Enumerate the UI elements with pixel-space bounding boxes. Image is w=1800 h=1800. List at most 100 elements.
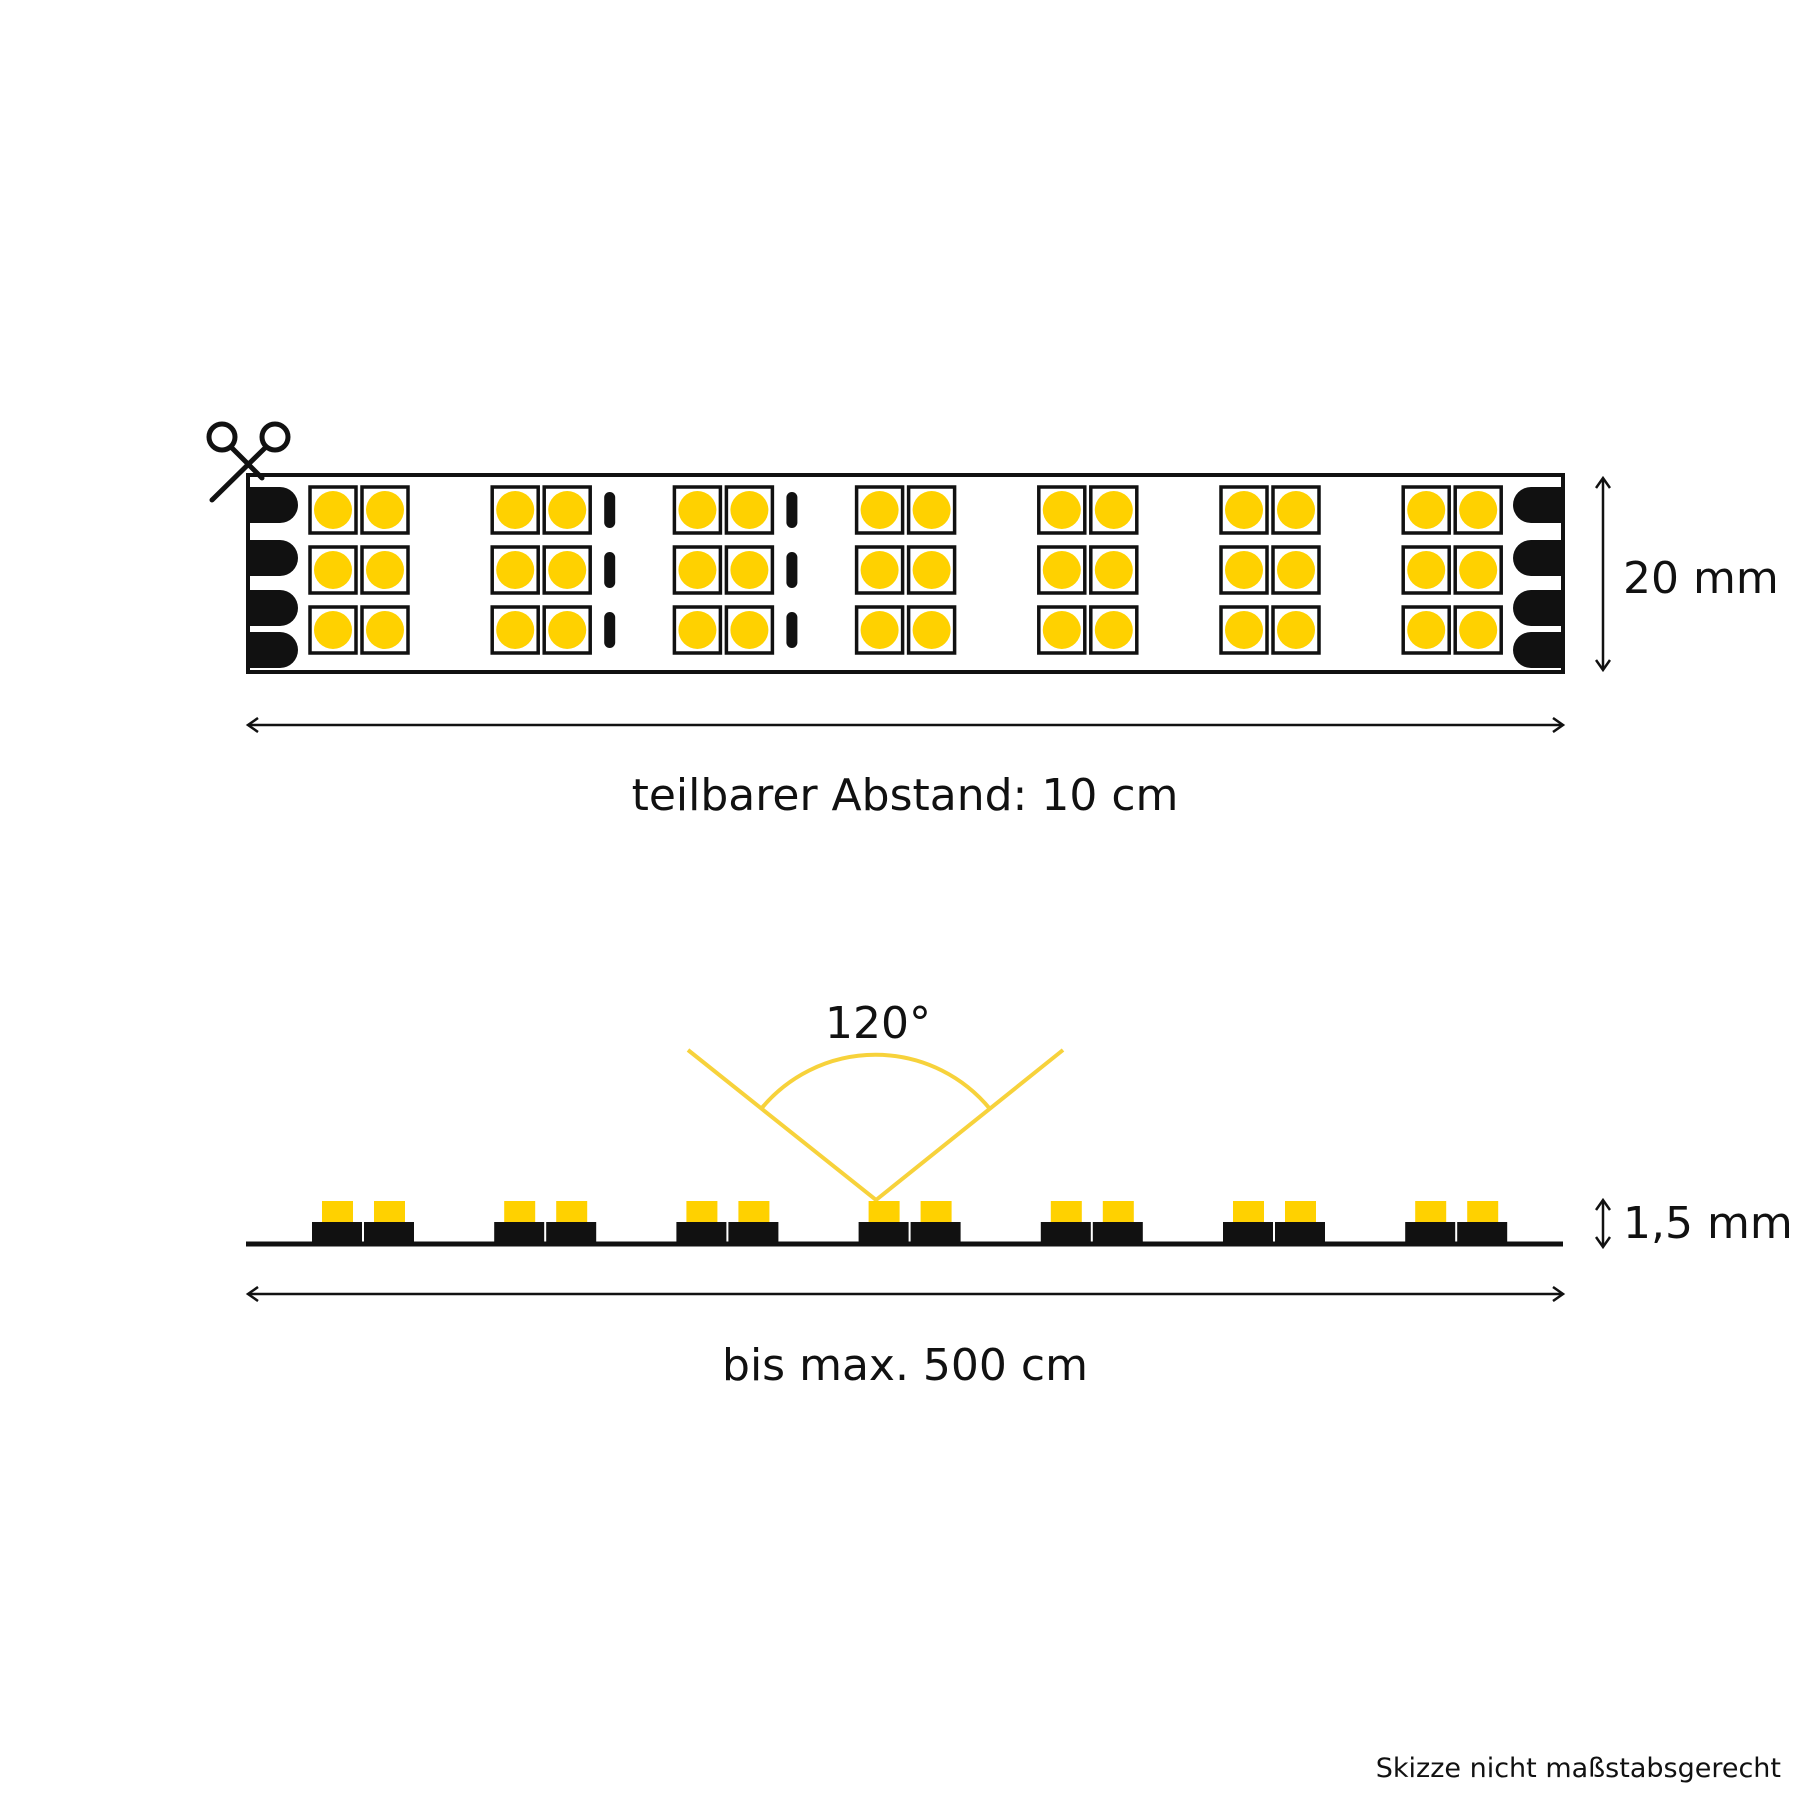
led-side-group	[1223, 1201, 1325, 1244]
led-side-body	[910, 1222, 961, 1244]
height-label: 1,5 mm	[1623, 1198, 1793, 1249]
led-light	[496, 551, 535, 589]
led-light	[314, 611, 352, 649]
led-side-body	[494, 1222, 545, 1244]
led-side-body	[1223, 1222, 1273, 1244]
led-light	[366, 611, 404, 649]
cut-mark-bar	[786, 552, 798, 588]
led-light	[314, 491, 352, 529]
led-side-group	[1040, 1201, 1143, 1244]
cut-mark-bar	[604, 552, 616, 588]
cut-mark-bar	[786, 492, 798, 528]
led-side-body	[676, 1222, 727, 1244]
led-light	[548, 551, 587, 589]
led-light	[912, 551, 951, 589]
led-light	[1407, 551, 1446, 589]
led-light	[548, 491, 587, 529]
led-light	[912, 611, 951, 649]
led-side-lens	[920, 1201, 952, 1222]
led-side-lens	[1102, 1201, 1134, 1222]
led-light	[1094, 491, 1133, 529]
led-side-body	[1405, 1222, 1456, 1244]
solder-pad-right	[1513, 590, 1561, 626]
led-group	[1401, 485, 1503, 655]
scissors-icon	[206, 421, 291, 503]
disclaimer-note: Skizze nicht maßstabsgerecht	[1376, 1753, 1781, 1784]
led-side-lens	[322, 1201, 353, 1222]
led-side-lens	[1050, 1201, 1082, 1222]
led-light	[1094, 551, 1133, 589]
led-light	[314, 551, 352, 589]
led-side-group	[858, 1201, 961, 1244]
led-side-body	[1092, 1222, 1143, 1244]
strip-outline	[246, 473, 1565, 674]
max-length-label: bis max. 500 cm	[722, 1340, 1088, 1391]
solder-pad-right	[1513, 632, 1561, 668]
led-group	[672, 485, 798, 655]
led-light	[496, 491, 535, 529]
beam-angle-indicator	[686, 1048, 1065, 1203]
led-light	[678, 551, 717, 589]
led-side-group	[494, 1201, 597, 1244]
led-light	[860, 611, 899, 649]
led-side-body	[546, 1222, 597, 1244]
led-light	[730, 551, 769, 589]
cut-mark-bar	[604, 492, 616, 528]
led-side-lens	[556, 1201, 588, 1222]
led-side-group	[1405, 1201, 1508, 1244]
led-side-body	[858, 1222, 909, 1244]
solder-pad-left	[250, 487, 298, 523]
beam-angle-label: 120°	[825, 998, 931, 1049]
led-light	[860, 491, 899, 529]
led-light	[730, 611, 769, 649]
led-side-group	[312, 1201, 414, 1244]
led-light	[366, 491, 404, 529]
solder-pad-right	[1513, 540, 1561, 576]
solder-pad-left	[250, 632, 298, 668]
led-side-body	[728, 1222, 779, 1244]
led-light	[730, 491, 769, 529]
led-light	[496, 611, 535, 649]
led-light	[1277, 491, 1315, 529]
led-side-body	[1040, 1222, 1091, 1244]
led-side-lens	[374, 1201, 405, 1222]
solder-pad-right	[1513, 487, 1561, 523]
led-side-body	[364, 1222, 414, 1244]
led-light	[1225, 491, 1263, 529]
led-group	[1219, 485, 1321, 655]
led-light	[366, 551, 404, 589]
led-group	[308, 485, 410, 655]
led-light	[1277, 551, 1315, 589]
led-light	[678, 611, 717, 649]
strip-top-view	[246, 473, 1565, 674]
led-side-lens	[686, 1201, 718, 1222]
led-side-lens	[1233, 1201, 1264, 1222]
led-light	[1459, 551, 1498, 589]
led-side-lens	[1467, 1201, 1499, 1222]
led-light	[1459, 611, 1498, 649]
cut-mark-bar	[604, 612, 616, 648]
led-side-group	[676, 1201, 779, 1244]
led-light	[1407, 611, 1446, 649]
led-light	[1042, 491, 1081, 529]
led-light	[1407, 491, 1446, 529]
solder-pads-right	[1513, 487, 1561, 668]
led-light	[548, 611, 587, 649]
led-side-body	[1457, 1222, 1508, 1244]
led-group	[854, 485, 957, 655]
led-side-lens	[1415, 1201, 1447, 1222]
led-light	[1094, 611, 1133, 649]
solder-pad-left	[250, 540, 298, 576]
led-groups-side	[312, 1201, 1508, 1244]
led-group	[1037, 485, 1139, 655]
led-light	[1225, 611, 1263, 649]
led-light	[1277, 611, 1315, 649]
led-light	[1042, 611, 1081, 649]
led-groups-top	[308, 485, 1503, 655]
cut-mark-bar	[786, 612, 798, 648]
solder-pads-left	[250, 487, 298, 668]
led-light	[1459, 491, 1498, 529]
cut-distance-label: teilbarer Abstand: 10 cm	[632, 770, 1179, 821]
led-light	[678, 491, 717, 529]
